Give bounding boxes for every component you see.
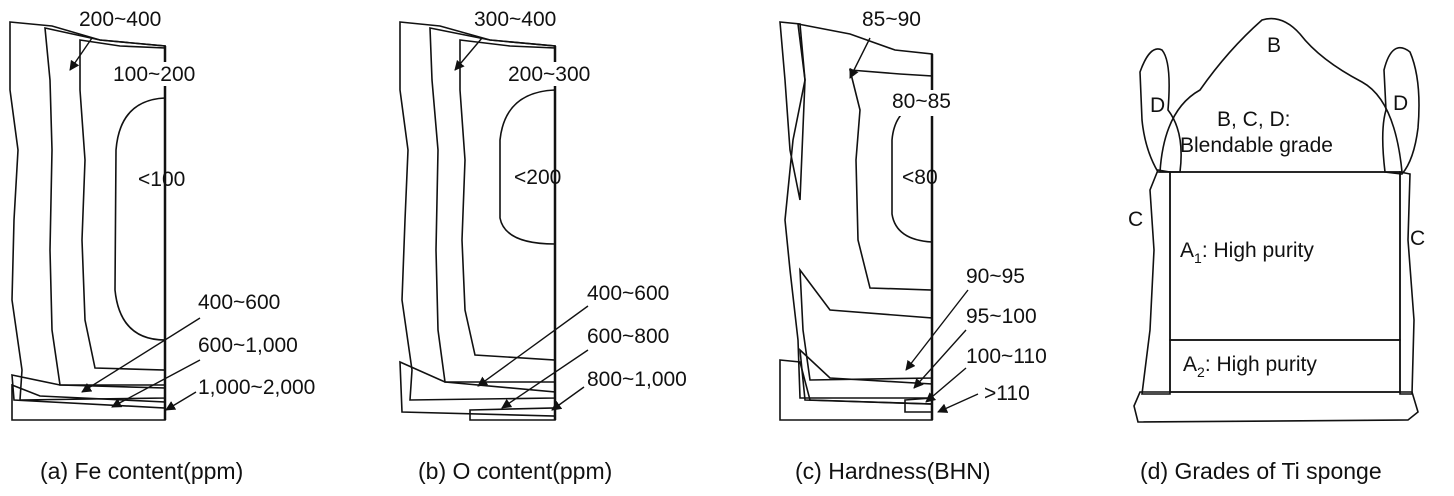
panel-d-side-c-left: [1141, 169, 1171, 395]
panel-d-edge-right-label: C: [1410, 227, 1425, 250]
panel-b: 300~400 200~300 <200 400~600 600~800 800…: [399, 8, 687, 484]
panel-c-caption: (c) Hardness(BHN): [795, 458, 991, 484]
panel-d-offgrade-label: E: Off-grade: [1194, 396, 1308, 419]
panel-a-caption: (a) Fe content(ppm): [40, 458, 243, 484]
panel-c-band-90-95: [799, 267, 933, 381]
panel-a-light-zone: [79, 39, 166, 371]
panel-d-caption: (d) Grades of Ti sponge: [1140, 458, 1382, 484]
panel-d-a2-zone: [1169, 339, 1401, 393]
panel-d-dome-zone: [1159, 17, 1403, 173]
panel-b-label-600-800: 600~800: [587, 325, 669, 348]
panel-b-core-zone: [499, 89, 556, 245]
panel-c: 85~90 80~85 <80 90~95 95~100 100~110 >11…: [779, 8, 1047, 484]
panel-a-core-zone: [114, 97, 166, 341]
panel-c-outer-zone: [784, 23, 933, 399]
panel-d-top-label: B: [1267, 34, 1281, 57]
panel-a-label-lt100: <100: [138, 168, 185, 191]
panel-d-blend-line1: B, C, D:: [1217, 108, 1291, 131]
panel-d-a1-label: A1: High purity: [1180, 239, 1314, 266]
panel-a-label-100-200: 100~200: [113, 63, 195, 86]
panel-c-label-100-110: 100~110: [966, 345, 1047, 368]
panel-a: 200~400 100~200 <100 400~600 600~1,000 1…: [9, 8, 315, 484]
panel-b-mid-zone: [429, 27, 556, 383]
panel-a-label-1000-2000: 1,000~2,000: [198, 376, 315, 399]
panel-b-caption: (b) O content(ppm): [418, 458, 612, 484]
panel-d-blend-line2: Blendable grade: [1180, 134, 1333, 157]
panel-c-label-lt80: <80: [902, 166, 938, 189]
panel-b-light-zone: [459, 39, 556, 361]
panel-a-label-400-600: 400~600: [198, 291, 280, 314]
panel-c-label-gt110: >110: [984, 382, 1030, 405]
panel-a-mid-zone: [44, 26, 166, 386]
panel-d: B D D B, C, D: Blendable grade C C A1: H…: [1128, 17, 1425, 484]
panel-d-ear-right: [1381, 47, 1420, 175]
panel-d-ear-left-label: D: [1150, 94, 1165, 117]
panel-b-label-400-600: 400~600: [587, 282, 669, 305]
panel-c-mid-zone: [848, 69, 933, 291]
panel-a-label-600-1000: 600~1,000: [198, 334, 298, 357]
panel-b-label-200-300: 200~300: [508, 63, 590, 86]
panel-c-bottom-dark: [779, 359, 933, 421]
panel-d-a2-label: A2: High purity: [1183, 353, 1317, 380]
panel-c-label-90-95: 90~95: [966, 265, 1025, 288]
panel-d-ear-left: [1139, 48, 1182, 173]
panel-d-ear-right-label: D: [1393, 92, 1408, 115]
panel-c-label-85-90: 85~90: [862, 8, 921, 31]
panel-d-side-c-right: [1399, 171, 1415, 395]
panel-c-label-80-85: 80~85: [892, 90, 951, 113]
panel-a-label-200-400: 200~400: [79, 8, 161, 31]
panel-d-edge-left-label: C: [1128, 208, 1143, 231]
panel-b-label-800-1000: 800~1,000: [587, 368, 687, 391]
panel-c-band-95-100: [798, 347, 933, 405]
panel-b-label-300-400: 300~400: [474, 8, 556, 31]
panel-c-label-95-100: 95~100: [966, 305, 1037, 328]
panel-b-label-lt200: <200: [514, 166, 561, 189]
